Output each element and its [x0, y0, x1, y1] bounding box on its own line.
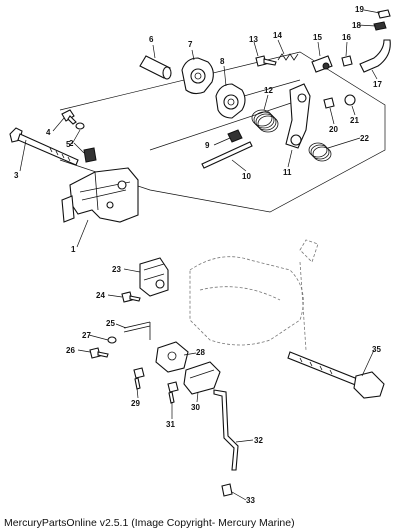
part-1-bracket[interactable]	[61, 167, 139, 223]
part-26-screw[interactable]	[89, 347, 109, 359]
callout-8[interactable]: 8	[220, 57, 225, 66]
part-32-rod[interactable]	[213, 389, 239, 471]
part-5-washer[interactable]	[75, 122, 85, 130]
part-20-nut[interactable]	[323, 97, 335, 109]
part-10-rod[interactable]	[201, 141, 253, 169]
copyright-notice: MercuryPartsOnline v2.5.1 (Image Copyrig…	[4, 517, 295, 529]
part-17-elbow[interactable]	[359, 39, 391, 73]
part-6-tube[interactable]	[139, 55, 172, 80]
callout-labels: 1 2 3 4 5 6 7 8 9 10 11 12 13 14 15 16 1…	[14, 5, 382, 505]
callout-20[interactable]: 20	[329, 125, 338, 134]
callout-30[interactable]: 30	[191, 403, 200, 412]
callout-29[interactable]: 29	[131, 399, 140, 408]
callout-16[interactable]: 16	[342, 33, 351, 42]
part-33-nut[interactable]	[221, 483, 233, 497]
part-25-plate[interactable]	[123, 321, 151, 340]
part-2-block[interactable]	[83, 147, 97, 163]
leader-lines	[19, 9, 381, 501]
part-27-washer[interactable]	[107, 336, 117, 344]
callout-33[interactable]: 33	[246, 496, 255, 505]
callout-24[interactable]: 24	[96, 291, 105, 300]
part-21-bushing[interactable]	[344, 94, 356, 106]
part-24-screw[interactable]	[121, 291, 141, 303]
callout-10[interactable]: 10	[242, 172, 251, 181]
part-28-clamp[interactable]	[155, 341, 189, 373]
part-13-screw[interactable]	[255, 55, 277, 67]
callout-2[interactable]: 2	[69, 139, 74, 148]
callout-21[interactable]: 21	[350, 116, 359, 125]
callout-26[interactable]: 26	[66, 346, 75, 355]
callout-11[interactable]: 11	[283, 168, 292, 177]
part-31-screw[interactable]	[167, 381, 179, 404]
callout-19[interactable]: 19	[355, 5, 364, 14]
part-23-switch-bracket[interactable]	[139, 257, 169, 297]
callout-25[interactable]: 25	[106, 319, 115, 328]
callout-17[interactable]: 17	[373, 80, 382, 89]
callout-23[interactable]: 23	[112, 265, 121, 274]
callout-7[interactable]: 7	[188, 40, 193, 49]
callout-27[interactable]: 27	[82, 331, 91, 340]
callout-1[interactable]: 1	[71, 245, 76, 254]
callout-28[interactable]: 28	[196, 348, 205, 357]
part-16-nut[interactable]	[341, 55, 353, 67]
callout-14[interactable]: 14	[273, 31, 282, 40]
part-29-screw[interactable]	[133, 367, 145, 390]
part-4-screw[interactable]	[61, 109, 77, 125]
callout-9[interactable]: 9	[205, 141, 210, 150]
part-35-shift-shaft[interactable]	[287, 351, 385, 399]
callout-12[interactable]: 12	[264, 86, 273, 95]
callout-6[interactable]: 6	[149, 35, 154, 44]
part-3-bolt[interactable]	[9, 127, 79, 166]
callout-15[interactable]: 15	[313, 33, 322, 42]
callout-3[interactable]: 3	[14, 171, 19, 180]
callout-4[interactable]: 4	[46, 128, 51, 137]
engine-housing-outline	[189, 239, 319, 351]
callout-32[interactable]: 32	[254, 436, 263, 445]
part-11-lever[interactable]	[285, 83, 311, 149]
callout-35[interactable]: 35	[372, 345, 381, 354]
part-19-screw[interactable]	[377, 9, 391, 19]
part-7-clamp[interactable]	[181, 57, 214, 95]
part-15-link[interactable]	[311, 55, 333, 73]
callout-5[interactable]: 5	[66, 140, 71, 149]
part-12-spring[interactable]	[251, 109, 279, 133]
part-8-clamp[interactable]	[215, 83, 246, 119]
part-18-clip[interactable]	[373, 21, 387, 31]
callout-31[interactable]: 31	[166, 420, 175, 429]
callout-13[interactable]: 13	[249, 35, 258, 44]
part-30-bracket[interactable]	[183, 361, 221, 395]
callout-22[interactable]: 22	[360, 134, 369, 143]
part-9-fitting[interactable]	[227, 129, 243, 143]
part-22-spring[interactable]	[308, 142, 332, 162]
part-14-spring[interactable]	[277, 53, 299, 61]
callout-18[interactable]: 18	[352, 21, 361, 30]
